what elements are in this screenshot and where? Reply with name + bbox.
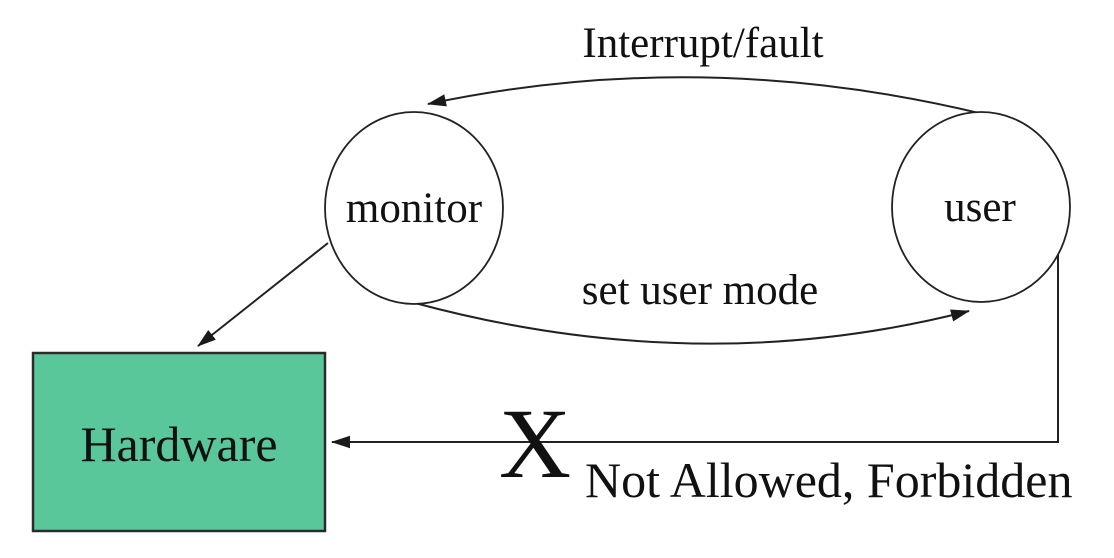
monitor-node-circle [324, 111, 504, 305]
user-to-hardware-forbidden-arrow [331, 255, 1059, 449]
interrupt-fault-arrow [427, 76, 984, 115]
user-label: user [944, 184, 1016, 231]
monitor-label: monitor [346, 185, 482, 232]
set-user-mode-arrow [414, 302, 970, 345]
set-user-mode-label: set user mode [582, 267, 818, 314]
forbidden-x-mark: X [499, 388, 571, 499]
monitor-to-hardware-arrow [197, 242, 329, 347]
forbidden-caption: Not Allowed, Forbidden [585, 452, 1072, 508]
hardware-label: Hardware [80, 416, 277, 472]
interrupt-fault-label: Interrupt/fault [582, 20, 823, 67]
user-node-circle [891, 111, 1071, 303]
hardware-box [31, 351, 327, 533]
